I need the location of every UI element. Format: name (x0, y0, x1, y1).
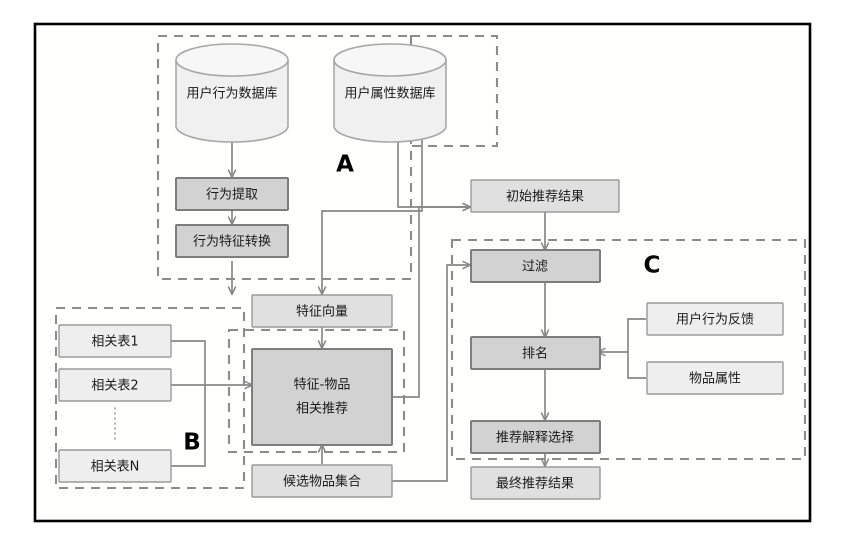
node-relation-table-2-label: 相关表2 (91, 379, 138, 394)
conn-attribute-bus-bottom (627, 352, 646, 379)
conn-attributedb-to-featurevector (322, 140, 423, 294)
node-item-attribute[interactable]: 物品属性 (646, 361, 784, 395)
node-user-behavior-db[interactable]: 用户行为数据库 (175, 43, 289, 143)
node-user-behavior-feedback[interactable]: 用户行为反馈 (646, 302, 784, 336)
node-user-attribute-db-label: 用户属性数据库 (344, 86, 435, 102)
node-user-attribute-db[interactable]: 用户属性数据库 (333, 43, 447, 143)
node-feature-item-recommend-line1: 特征-物品 (294, 378, 351, 393)
node-relation-table-2[interactable]: 相关表2 (58, 368, 172, 402)
node-feature-vector-label: 特征向量 (296, 304, 348, 320)
node-behavior-extraction-label: 行为提取 (206, 187, 258, 203)
node-item-attribute-label: 物品属性 (689, 372, 741, 387)
node-relation-table-n[interactable]: 相关表N (58, 449, 172, 483)
conn-feedback-bus-top (627, 318, 646, 352)
node-final-recommend-result[interactable]: 最终推荐结果 (470, 466, 601, 500)
node-behavior-extraction[interactable]: 行为提取 (175, 177, 289, 211)
node-ranking-label: 排名 (522, 346, 548, 362)
node-user-behavior-feedback-label: 用户行为反馈 (676, 312, 754, 328)
node-behavior-feature-transform[interactable]: 行为特征转换 (175, 224, 289, 258)
group-label-a: A (336, 152, 354, 178)
node-final-recommend-result-label: 最终推荐结果 (496, 476, 574, 492)
node-relation-table-1[interactable]: 相关表1 (58, 324, 172, 358)
node-initial-recommend-result-label: 初始推荐结果 (506, 190, 584, 205)
conn-relationtables-bus (171, 340, 206, 467)
node-ranking[interactable]: 排名 (470, 336, 601, 370)
group-label-c: C (644, 253, 661, 279)
node-user-behavior-db-label: 用户行为数据库 (186, 86, 277, 102)
node-relation-table-n-label: 相关表N (91, 460, 140, 475)
group-c-boundary (450, 238, 807, 461)
node-candidate-item-set-label: 候选物品集合 (283, 474, 361, 490)
node-feature-item-recommend-line2: 相关推荐 (296, 402, 348, 417)
node-filter[interactable]: 过滤 (470, 249, 601, 283)
node-recommend-explain-select[interactable]: 推荐解释选择 (470, 420, 601, 454)
group-b-boundary (54, 306, 246, 490)
node-filter-label: 过滤 (522, 260, 548, 275)
node-feature-item-recommend[interactable]: 特征-物品 相关推荐 (251, 348, 393, 446)
node-relation-table-1-label: 相关表1 (91, 335, 138, 350)
feature-recommend-boundary (227, 328, 406, 454)
node-feature-vector[interactable]: 特征向量 (251, 294, 393, 328)
group-a-boundary (156, 34, 413, 281)
node-candidate-item-set[interactable]: 候选物品集合 (251, 464, 393, 498)
node-initial-recommend-result[interactable]: 初始推荐结果 (470, 179, 620, 213)
group-label-b: B (183, 430, 201, 456)
conn-featureitem-to-initialresult (392, 207, 470, 398)
conn-candidate-to-filter (392, 265, 470, 482)
node-recommend-explain-select-label: 推荐解释选择 (496, 431, 574, 446)
node-behavior-feature-transform-label: 行为特征转换 (193, 235, 271, 250)
